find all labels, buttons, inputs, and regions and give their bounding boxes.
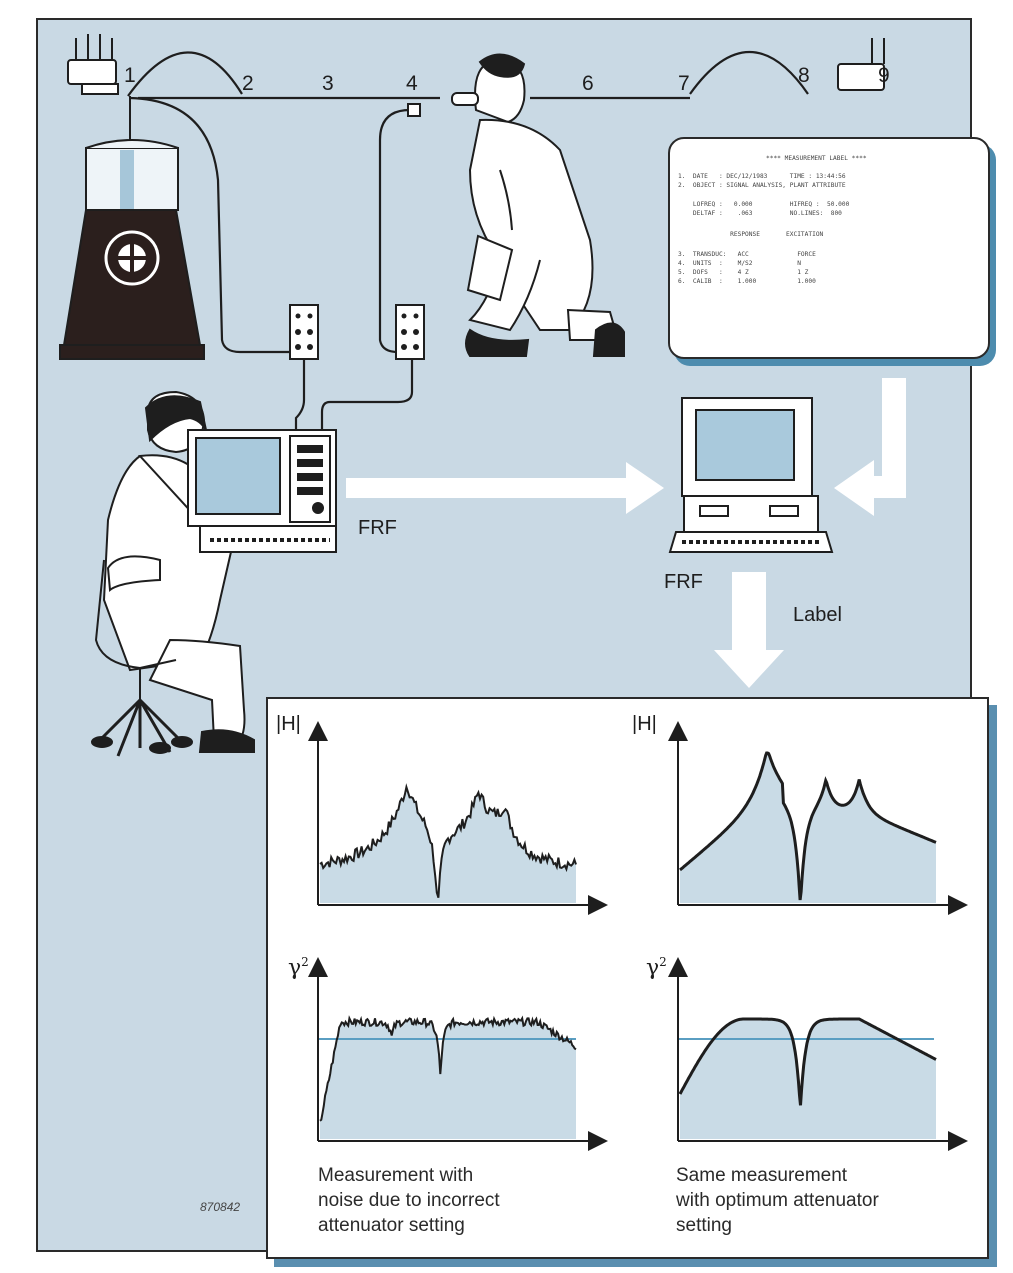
screen-row: 3. TRANSDUC: ACC FORCE bbox=[678, 251, 816, 258]
frf-noisy-curve bbox=[319, 783, 577, 898]
screen-row: 5. DOFS : 4 Z 1 Z bbox=[678, 269, 809, 276]
point-label-1: 1 bbox=[124, 64, 136, 87]
screen-row: 6. CALIB : 1.000 1.000 bbox=[678, 278, 816, 285]
screen-row: RESPONSE EXCITATION bbox=[678, 231, 824, 238]
frf-noisy-plot bbox=[308, 721, 608, 915]
screen-row: DELTAF : .063 NO.LINES: 800 bbox=[678, 210, 842, 217]
point-label-4: 4 bbox=[406, 72, 418, 95]
coherence-clean-plot bbox=[668, 957, 968, 1151]
screen-row: LOFREQ : 0.000 HIFREQ : 50.000 bbox=[678, 201, 850, 208]
point-label-7: 7 bbox=[678, 72, 690, 95]
coherence-noisy-fill bbox=[320, 1018, 576, 1139]
point-label-2: 2 bbox=[242, 72, 254, 95]
screen-row: 1. DATE : DEC/12/1983 TIME : 13:44:56 bbox=[678, 173, 846, 180]
point-label-3: 3 bbox=[322, 72, 334, 95]
gamma-axis-label-right: γ2 bbox=[646, 955, 667, 981]
coherence-noisy-curve bbox=[319, 1015, 577, 1122]
frf-label-right: FRF bbox=[664, 571, 703, 593]
frf-clean-plot bbox=[668, 721, 968, 915]
figure-id: 870842 bbox=[200, 1200, 241, 1214]
results-panel: |H| |H| γ2 γ2 Measurement with noise due… bbox=[266, 697, 989, 1259]
h-axis-label-left: |H| bbox=[276, 713, 301, 735]
caption-noisy: Measurement with noise due to incorrect … bbox=[318, 1165, 500, 1236]
screen-row: 2. OBJECT : SIGNAL ANALYSIS, PLANT ATTRI… bbox=[678, 182, 846, 189]
gamma-axis-label-left: γ2 bbox=[288, 955, 309, 981]
coherence-clean-fill bbox=[680, 1019, 936, 1139]
point-label-6: 6 bbox=[582, 72, 594, 95]
coherence-clean-curve bbox=[678, 1017, 937, 1106]
coherence-noisy-plot bbox=[308, 957, 608, 1151]
measurement-label-screen: **** MEASUREMENT LABEL **** 1. DATE : DE… bbox=[668, 137, 990, 359]
frf-clean-curve bbox=[679, 751, 937, 901]
frf-noisy-fill bbox=[320, 787, 576, 903]
point-label-8: 8 bbox=[798, 64, 810, 87]
caption-optimum: Same measurement with optimum attenuator… bbox=[676, 1165, 879, 1236]
frf-clean-fill bbox=[680, 753, 936, 903]
screen-row: 4. UNITS : M/S2 N bbox=[678, 260, 801, 267]
screen-header: **** MEASUREMENT LABEL **** bbox=[766, 155, 867, 162]
frf-label-left: FRF bbox=[358, 517, 397, 539]
point-label-9: 9 bbox=[878, 64, 890, 87]
h-axis-label-right: |H| bbox=[632, 713, 657, 735]
label-arrow-text: Label bbox=[793, 604, 842, 626]
